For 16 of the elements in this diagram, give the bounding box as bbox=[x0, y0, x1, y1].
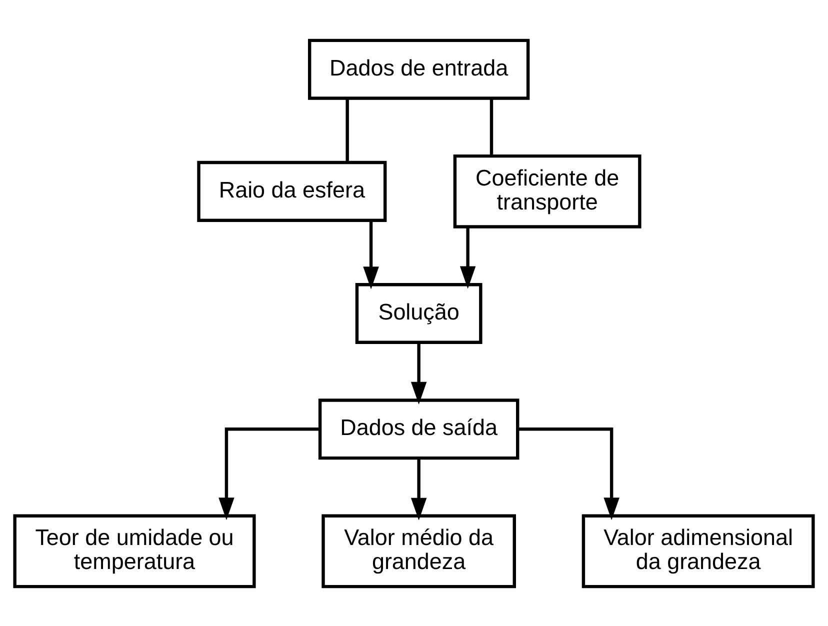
node-box: Coeficiente de transporte bbox=[453, 154, 642, 228]
arrow bbox=[218, 427, 320, 520]
node-box: Raio da esfera bbox=[197, 160, 387, 222]
arrow bbox=[410, 342, 427, 404]
arrow bbox=[460, 226, 476, 288]
node-box: Teor de umidade ou temperatura bbox=[13, 514, 256, 588]
node-box: Solução bbox=[355, 282, 482, 344]
node-box: Dados de saída bbox=[318, 398, 520, 460]
connector bbox=[346, 98, 349, 162]
arrow bbox=[518, 427, 620, 520]
arrow bbox=[410, 458, 427, 520]
arrow bbox=[363, 220, 379, 289]
connector bbox=[490, 98, 494, 156]
node-box: Valor adimensional da grandeza bbox=[582, 514, 815, 588]
node-box: Valor médio da grandeza bbox=[322, 514, 516, 588]
node-box: Dados de entrada bbox=[308, 38, 530, 100]
